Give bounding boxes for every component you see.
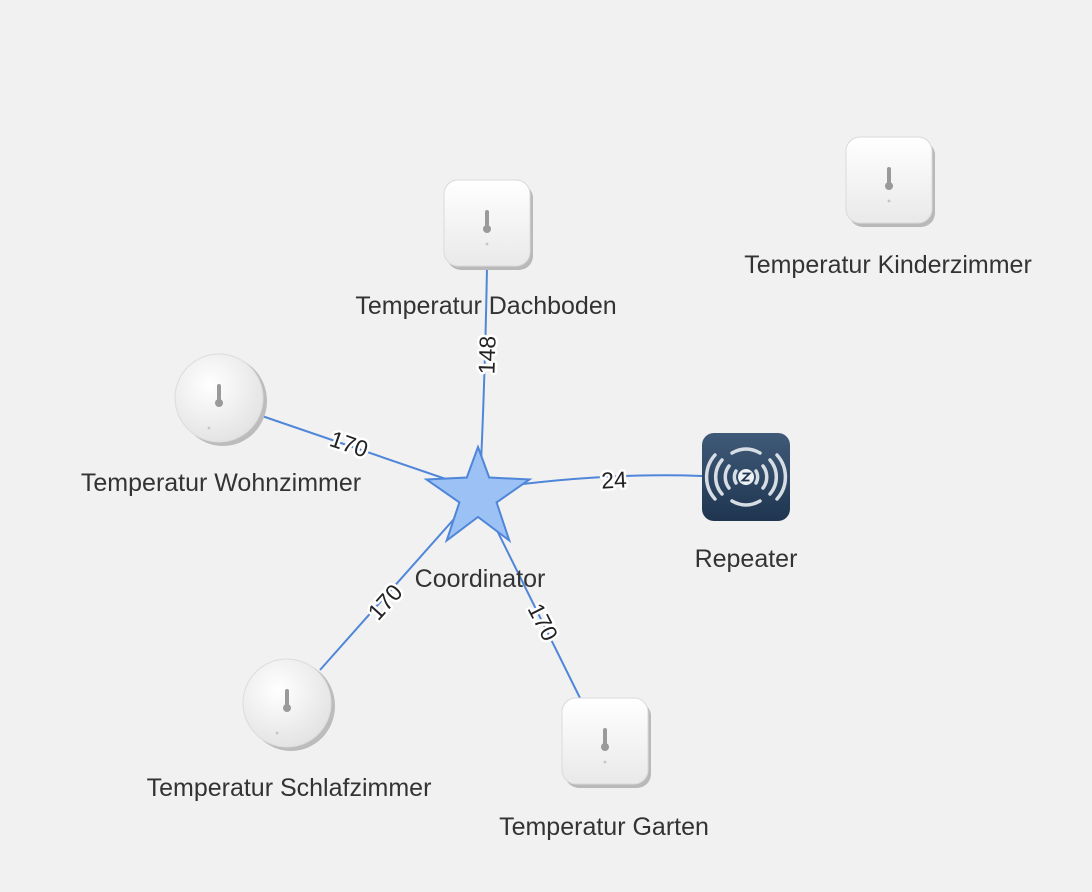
node-label-repeater: Repeater: [695, 545, 798, 573]
edge-label-repeater: 24: [601, 466, 628, 493]
node-label-dachboden: Temperatur Dachboden: [355, 292, 616, 320]
zwave-repeater-icon: [702, 433, 790, 521]
edge-label-dachboden: 148: [473, 335, 500, 374]
round-sensor-icon: [174, 353, 267, 446]
star-icon: [423, 444, 533, 544]
node-label-kinderzimmer: Temperatur Kinderzimmer: [744, 251, 1032, 279]
edge-label-garten: 170: [523, 599, 564, 645]
node-label-schlafzimmer: Temperatur Schlafzimmer: [147, 774, 432, 802]
square-sensor-icon: [561, 697, 651, 788]
square-sensor-icon: [845, 136, 935, 227]
node-label-coordinator: Coordinator: [415, 565, 546, 593]
edge-coordinator-schlafzimmer[interactable]: [319, 491, 479, 671]
node-dachboden[interactable]: Temperatur Dachboden: [355, 179, 617, 320]
node-label-wohnzimmer: Temperatur Wohnzimmer: [81, 469, 361, 497]
edge-coordinator-wohnzimmer[interactable]: [261, 415, 479, 491]
node-schlafzimmer[interactable]: Temperatur Schlafzimmer: [147, 658, 432, 802]
edge-label-wohnzimmer: 170: [327, 425, 372, 462]
node-garten[interactable]: Temperatur Garten: [499, 697, 709, 841]
round-sensor-icon: [242, 658, 335, 751]
node-wohnzimmer[interactable]: Temperatur Wohnzimmer: [81, 353, 361, 497]
node-coordinator[interactable]: Coordinator: [415, 444, 546, 593]
node-repeater[interactable]: Repeater: [695, 433, 798, 573]
node-kinderzimmer[interactable]: Temperatur Kinderzimmer: [744, 136, 1032, 279]
square-sensor-icon: [443, 179, 533, 270]
edge-label-schlafzimmer: 170: [363, 579, 408, 625]
node-label-garten: Temperatur Garten: [499, 813, 709, 841]
